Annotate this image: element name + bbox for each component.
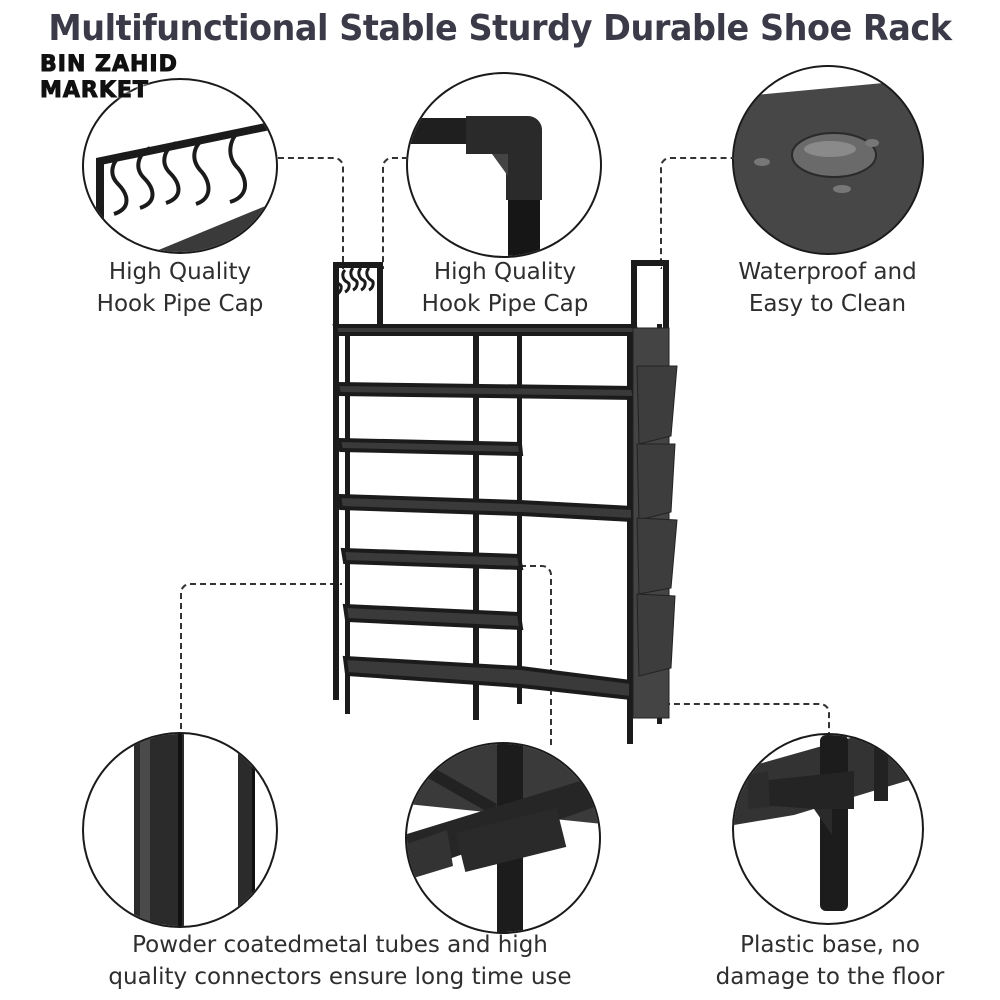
plastic-foot-icon (734, 735, 922, 911)
pipe-corner-cap-icon (408, 116, 542, 256)
connector-line-hooks (278, 157, 344, 269)
feature-caption-tubes-connectors: Powder coatedmetal tubes and high qualit… (108, 932, 572, 990)
feature-caption-corner-cap: High Quality Hook Pipe Cap (421, 259, 589, 317)
feature-circle-plastic-base (732, 733, 924, 925)
watermark-line-1: BIN ZAHID (40, 52, 178, 78)
watermark-logo: BIN ZAHID MARKET (40, 52, 178, 104)
feature-caption-plastic-base: Plastic base, no damage to the floor (715, 932, 945, 990)
feature-circle-connectors (405, 742, 601, 934)
connector-line-waterproof (660, 157, 734, 269)
feature-circle-hooks (82, 78, 278, 254)
feature-circle-tubes (82, 732, 278, 928)
metal-tube-icon (134, 734, 255, 926)
s-hooks-icon (96, 120, 276, 252)
connector-line-corner-cap (382, 157, 408, 269)
connector-line-connectors (520, 565, 552, 747)
shoe-rack-illustration (332, 260, 678, 744)
feature-circle-corner-cap (406, 72, 602, 258)
water-droplet-fabric-icon (734, 67, 922, 253)
connector-line-tubes (180, 583, 342, 735)
watermark-line-2: MARKET (40, 78, 149, 104)
feature-circle-waterproof (732, 65, 924, 255)
metal-tube-connector-icon (407, 744, 599, 932)
page-title: Multifunctional Stable Sturdy Durable Sh… (48, 8, 952, 49)
feature-caption-waterproof: Waterproof and Easy to Clean (738, 259, 917, 317)
connector-line-plastic-base (664, 703, 830, 755)
feature-caption-hooks: High Quality Hook Pipe Cap (96, 259, 264, 317)
